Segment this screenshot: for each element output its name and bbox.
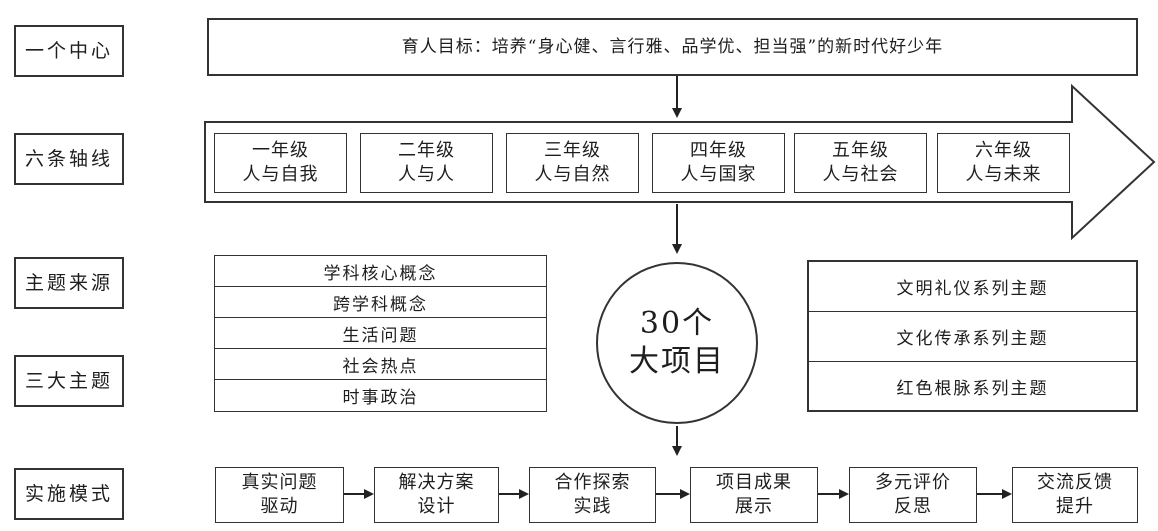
grade-name: 三年级 <box>544 140 601 161</box>
grade-focus: 人与人 <box>398 164 455 185</box>
step-line-2: 驱动 <box>260 496 299 517</box>
step-box-4: 项目成果展示 <box>690 467 818 523</box>
projects-label: 大项目 <box>629 344 725 379</box>
step-line-1: 交流反馈 <box>1037 472 1113 493</box>
grade-box-1: 一年级人与自我 <box>214 133 347 193</box>
grade-focus: 人与未来 <box>965 164 1042 185</box>
series-item: 文化传承系列主题 <box>809 312 1136 362</box>
grade-focus: 人与国家 <box>680 164 757 185</box>
projects-count: 30个 <box>639 306 715 341</box>
grade-box-5: 五年级人与社会 <box>794 133 927 193</box>
source-item: 生活问题 <box>215 318 546 349</box>
step-line-2: 展示 <box>735 496 773 517</box>
theme-sources-list: 学科核心概念 跨学科概念 生活问题 社会热点 时事政治 <box>214 255 547 412</box>
level-label-text: 六条轴线 <box>24 148 113 170</box>
step-line-2: 反思 <box>894 496 932 517</box>
step-line-1: 项目成果 <box>716 472 792 493</box>
grade-name: 五年级 <box>832 140 889 161</box>
step-line-1: 真实问题 <box>241 472 318 493</box>
series-item: 文明礼仪系列主题 <box>809 262 1136 312</box>
level-label-center: 一个中心 <box>14 25 124 77</box>
grade-focus: 人与自我 <box>242 164 319 185</box>
source-item: 社会热点 <box>215 349 546 380</box>
level-label-themes: 三大主题 <box>14 355 124 407</box>
step-line-2: 设计 <box>417 496 456 517</box>
step-box-6: 交流反馈提升 <box>1012 467 1138 523</box>
grade-name: 六年级 <box>975 140 1032 161</box>
level-label-axes: 六条轴线 <box>14 133 124 185</box>
level-label-text: 实施模式 <box>24 483 113 505</box>
level-label-text: 主题来源 <box>24 272 113 294</box>
grade-name: 二年级 <box>398 140 455 161</box>
projects-circle: 30个 大项目 <box>596 262 758 424</box>
goal-box: 育人目标：培养“身心健、言行雅、品学优、担当强”的新时代好少年 <box>207 18 1138 76</box>
step-line-2: 实践 <box>573 496 612 517</box>
source-item: 学科核心概念 <box>215 256 546 287</box>
grade-box-2: 二年级人与人 <box>360 133 493 193</box>
grade-box-6: 六年级人与未来 <box>937 133 1070 193</box>
grade-name: 四年级 <box>690 140 747 161</box>
step-line-1: 解决方案 <box>398 472 475 493</box>
goal-text: 育人目标：培养“身心健、言行雅、品学优、担当强”的新时代好少年 <box>401 37 944 57</box>
step-line-2: 提升 <box>1056 496 1094 517</box>
level-label-mode: 实施模式 <box>14 468 124 520</box>
step-line-1: 多元评价 <box>875 472 951 493</box>
series-item: 红色根脉系列主题 <box>896 378 1049 399</box>
step-box-2: 解决方案设计 <box>374 467 499 523</box>
step-box-1: 真实问题驱动 <box>215 467 344 523</box>
series-themes-list: 文明礼仪系列主题 文化传承系列主题 红色根脉系列主题 <box>807 260 1138 412</box>
level-label-text: 一个中心 <box>24 40 113 62</box>
source-item: 时事政治 <box>342 388 419 408</box>
level-label-text: 三大主题 <box>24 370 113 392</box>
step-box-5: 多元评价反思 <box>849 467 977 523</box>
grade-box-3: 三年级人与自然 <box>506 133 639 193</box>
level-label-sources: 主题来源 <box>14 257 124 309</box>
step-box-3: 合作探索实践 <box>529 467 656 523</box>
grade-name: 一年级 <box>252 140 309 161</box>
source-item: 跨学科概念 <box>215 287 546 318</box>
grade-focus: 人与社会 <box>822 164 899 185</box>
grade-focus: 人与自然 <box>534 164 611 185</box>
grade-box-4: 四年级人与国家 <box>652 133 785 193</box>
step-line-1: 合作探索 <box>554 472 631 493</box>
